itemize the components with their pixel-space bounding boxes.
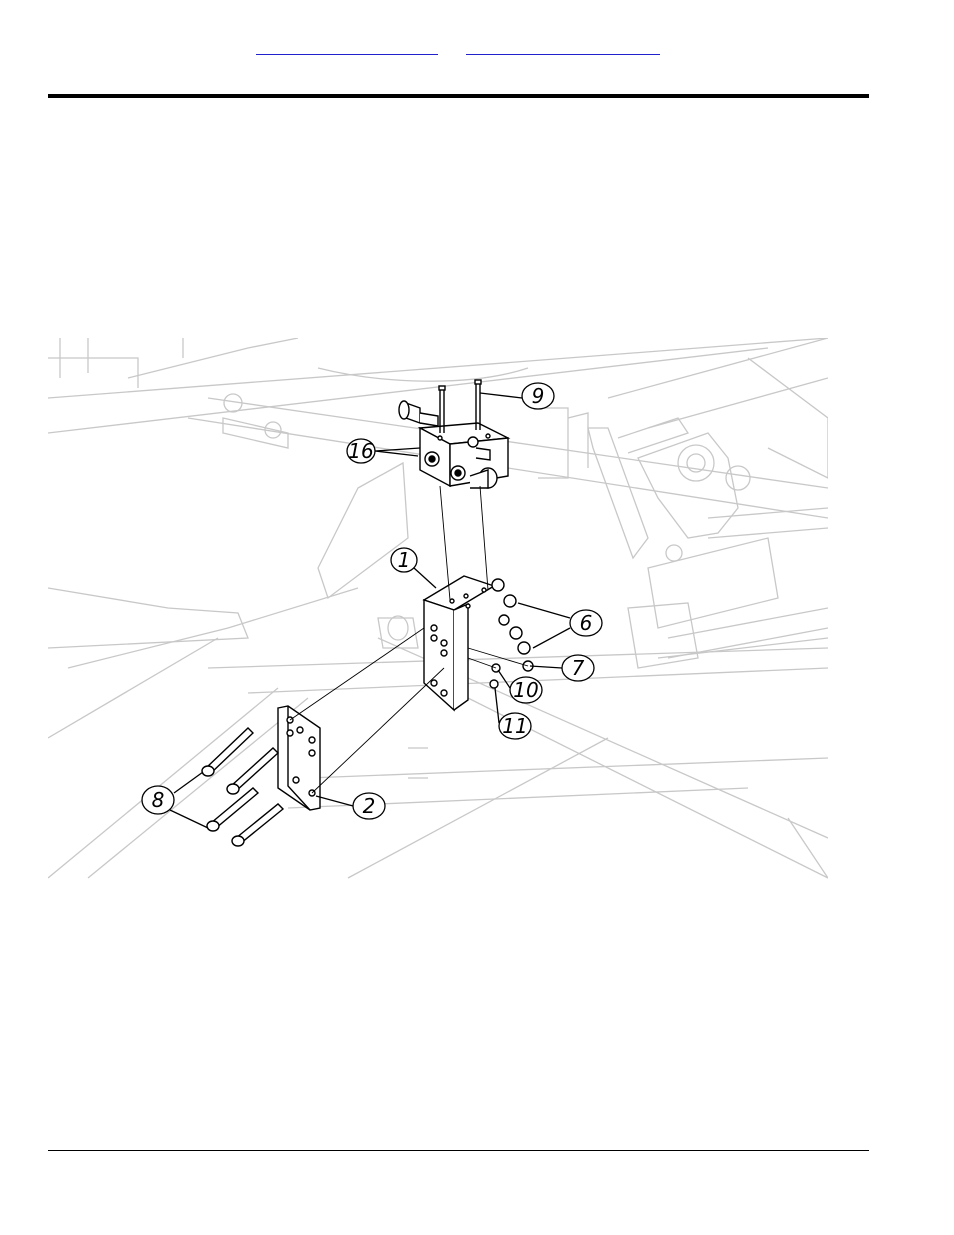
parts-diagram: 16 9 1 6 7 10 11 8 2 <box>48 338 828 880</box>
footer-rule <box>48 1150 869 1151</box>
callout-9: 9 <box>532 384 545 408</box>
header-rule <box>48 94 869 98</box>
callout-16: 16 <box>348 439 373 463</box>
callout-11: 11 <box>502 714 527 738</box>
header-link-1[interactable] <box>256 40 438 55</box>
callout-7: 7 <box>572 656 585 680</box>
callout-2: 2 <box>363 794 376 818</box>
callout-1: 1 <box>398 548 411 572</box>
callout-10: 10 <box>513 678 538 702</box>
callout-6: 6 <box>580 611 593 635</box>
callout-8: 8 <box>152 788 165 812</box>
header-link-2[interactable] <box>466 40 660 55</box>
